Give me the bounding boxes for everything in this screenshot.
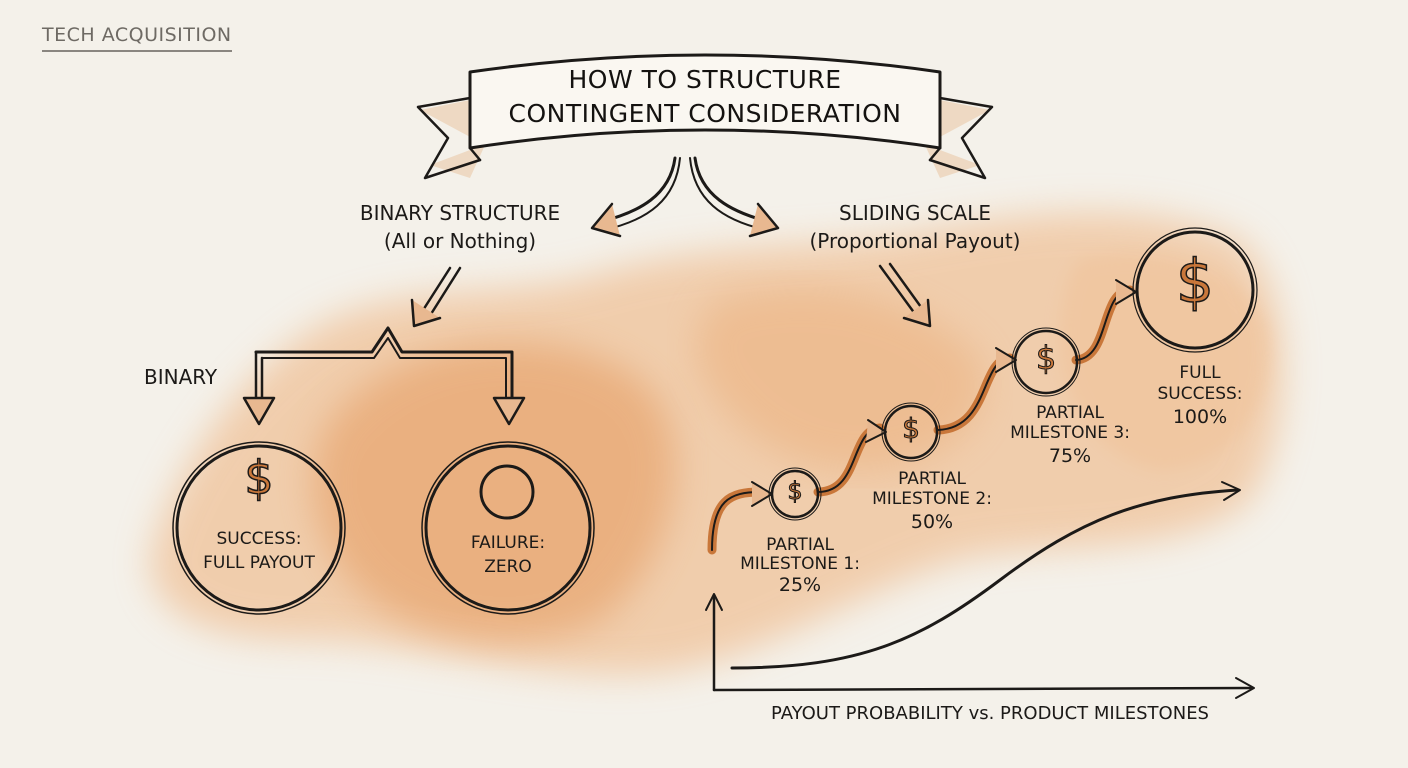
milestone-coin-3 [1011,327,1081,397]
milestone-1-line-2: MILESTONE 1: [740,554,860,574]
dollar-icon: $ [244,451,275,505]
binary-subheading: (All or Nothing) [383,229,537,253]
split-arrows [590,156,780,238]
failure-circle [421,441,595,615]
milestone-1-value: 25% [778,574,822,596]
milestone-path [707,279,1137,555]
milestone-3-line-1: PARTIAL [1036,403,1104,423]
milestone-coin-2 [881,402,941,462]
title-line-2: CONTINGENT CONSIDERATION [508,99,902,128]
sliding-heading: SLIDING SCALE [839,201,991,225]
milestone-coin-4 [1132,227,1258,353]
dollar-icon: $ [787,477,803,505]
success-label-line-2: FULL PAYOUT [203,553,315,573]
failure-label-line-1: FAILURE: [470,533,546,553]
milestone-4-line-2: SUCCESS: [1157,384,1243,404]
milestone-coin-1 [768,467,822,521]
failure-label-line-2: ZERO [484,557,532,577]
binary-branch-label: BINARY [144,365,218,389]
milestone-2-line-1: PARTIAL [898,469,966,489]
milestone-4-line-1: FULL [1179,363,1221,383]
milestone-2-value: 50% [910,511,954,533]
payout-chart [705,481,1255,699]
dollar-icon: $ [1175,247,1215,318]
category-tag: TECH ACQUISITION [42,24,232,52]
milestone-3-line-2: MILESTONE 3: [1010,423,1130,443]
dollar-icon: $ [902,412,921,445]
milestone-1-line-1: PARTIAL [766,535,834,555]
chart-caption: PAYOUT PROBABILITY vs. PRODUCT MILESTONE… [770,703,1209,724]
title-banner [416,53,994,180]
milestone-4-value: 100% [1172,406,1228,428]
empty-circle-icon [479,464,535,520]
success-label-line-1: SUCCESS: [216,529,302,549]
sliding-subheading: (Proportional Payout) [809,229,1021,253]
milestone-3-value: 75% [1048,445,1092,467]
binary-branch [242,326,526,426]
dollar-icon: $ [1035,339,1057,377]
milestone-2-line-2: MILESTONE 2: [872,489,992,509]
binary-heading: BINARY STRUCTURE [359,201,561,225]
success-circle [172,441,346,615]
title-line-1: HOW TO STRUCTURE [568,65,842,94]
